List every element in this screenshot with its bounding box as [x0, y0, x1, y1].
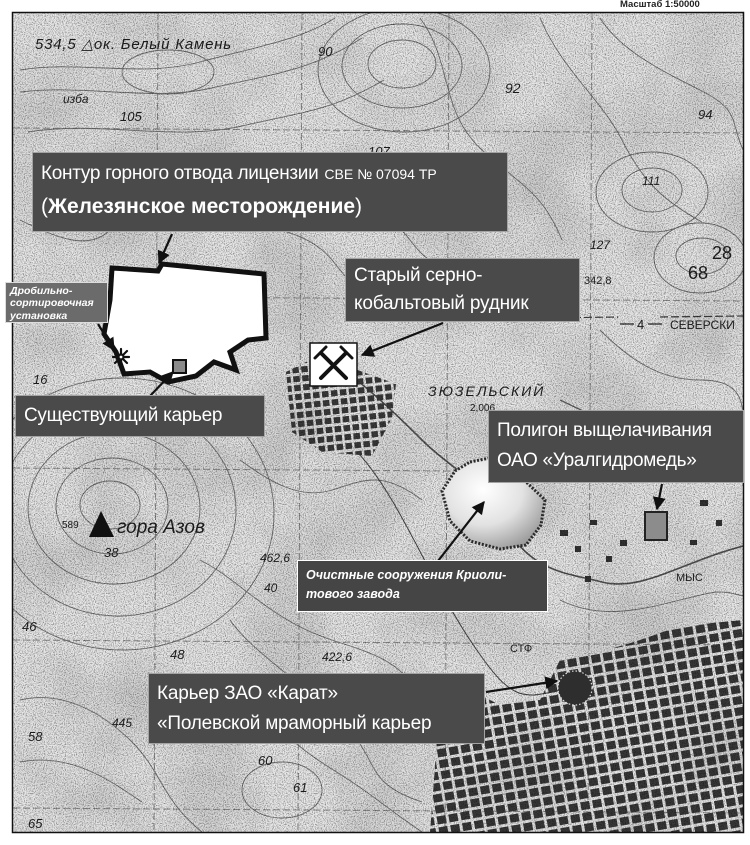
license-contour-label-line1: Контур горного отвода лицензии СВЕ № 0709…: [41, 158, 499, 190]
height-label: 92: [505, 80, 521, 96]
karat-quarry-label-line1: Карьер ЗАО «Карат»: [157, 683, 338, 704]
arrow-karat: [485, 676, 559, 694]
stf-label: СТФ: [510, 643, 532, 655]
treatment-facilities-label: Очистные сооружения Криоли- тового завод…: [297, 560, 548, 612]
hut-label: изба: [63, 92, 89, 106]
height-label: 68: [688, 263, 708, 283]
mount-azov-label: гора Азов: [117, 517, 205, 538]
road-number-label: 4: [637, 317, 644, 332]
height-label: 65: [28, 816, 43, 831]
height-label: 111: [642, 174, 660, 188]
arrow-leaching: [652, 483, 666, 511]
height-label: 342,8: [584, 275, 612, 287]
height-label: 445: [112, 716, 132, 730]
settlement-label: ЗЮЗЕЛЬСКИЙ: [428, 382, 545, 399]
license-contour-title: Контур горного отвода лицензии: [41, 163, 319, 184]
existing-quarry-label: Существующий карьер: [15, 395, 265, 437]
deposit-name: Железянское месторождение: [48, 195, 356, 218]
crusher-asterisk-icon: [111, 347, 131, 367]
height-label: 48: [170, 647, 185, 662]
crusher-label-line2: сортировочная: [10, 297, 94, 310]
old-mine-label-line2: кобальтовый рудник: [354, 293, 529, 314]
height-label: 105: [120, 109, 142, 124]
quarry-circle-icon: [557, 670, 593, 706]
old-mine-label: Старый серно- кобальтовый рудник: [345, 258, 580, 322]
road-direction-label: СЕВЕРСКИ: [670, 318, 735, 332]
license-number: СВЕ № 07094 ТР: [324, 166, 437, 182]
quarry-square-icon: [172, 359, 187, 374]
mine-symbol-heads: [313, 345, 354, 360]
mount-azov-height-label: 589: [62, 520, 79, 531]
crusher-label-line1: Дробильно-: [10, 285, 73, 297]
height-label: 60: [258, 753, 273, 768]
treatment-facilities-label-line2: тового завода: [306, 587, 400, 601]
height-label: 16: [33, 372, 48, 387]
license-contour-label-line2: (Железянское месторождение): [41, 190, 499, 224]
crusher-label: Дробильно- сортировочная установка: [5, 282, 108, 323]
leaching-site-label-line2: ОАО «Уралгидромедь»: [497, 450, 697, 471]
height-label: 90: [318, 44, 333, 59]
leaching-marker-icon: [644, 511, 668, 541]
old-mine-label-line1: Старый серно-: [354, 265, 483, 286]
arrow-existing-quarry: [149, 371, 174, 397]
peak-triangle-icon: [89, 511, 114, 537]
height-label: 422,6: [322, 650, 352, 664]
treatment-facilities-label-line1: Очистные сооружения Криоли-: [306, 568, 507, 582]
height-label: 40: [264, 581, 278, 595]
peak-belyi-kamen-label: 534,5 △ок. Белый Камень: [35, 36, 232, 53]
map-scale-text: Масштаб 1:50000: [620, 0, 700, 10]
license-contour-label: Контур горного отвода лицензии СВЕ № 0709…: [32, 152, 508, 232]
height-label: 61: [293, 780, 307, 795]
height-label: 58: [28, 729, 43, 744]
settlement-note-label: 2,006: [470, 403, 495, 414]
crossed-hammers-icon: [309, 342, 358, 387]
arrow-crusher: [97, 323, 115, 352]
height-label: 46: [22, 619, 37, 634]
existing-quarry-label-line1: Существующий карьер: [24, 405, 223, 426]
arrow-treatment: [437, 500, 485, 562]
mine-symbol-picks: [319, 351, 348, 380]
pointer-arrows: [97, 233, 666, 694]
height-label: 28: [712, 243, 732, 263]
height-label: 462,6: [260, 551, 290, 565]
karat-quarry-label: Карьер ЗАО «Карат» «Полевской мраморный …: [148, 673, 485, 744]
height-label: 127: [590, 238, 611, 252]
crusher-asterisk-core: [117, 353, 125, 361]
karat-quarry-label-line2: «Полевской мраморный карьер: [157, 713, 432, 734]
leaching-site-label: Полигон выщелачивания ОАО «Уралгидромедь…: [488, 410, 744, 483]
mys-label: МЫС: [676, 572, 703, 584]
leaching-site-label-line1: Полигон выщелачивания: [497, 420, 712, 441]
paren-open: (: [41, 195, 48, 218]
height-label: 38: [104, 545, 119, 560]
paren-close: ): [355, 195, 363, 218]
arrow-license-contour: [157, 233, 174, 265]
height-label: 94: [698, 107, 712, 122]
crusher-label-line3: установка: [10, 309, 68, 322]
arrow-old-mine: [360, 321, 444, 357]
